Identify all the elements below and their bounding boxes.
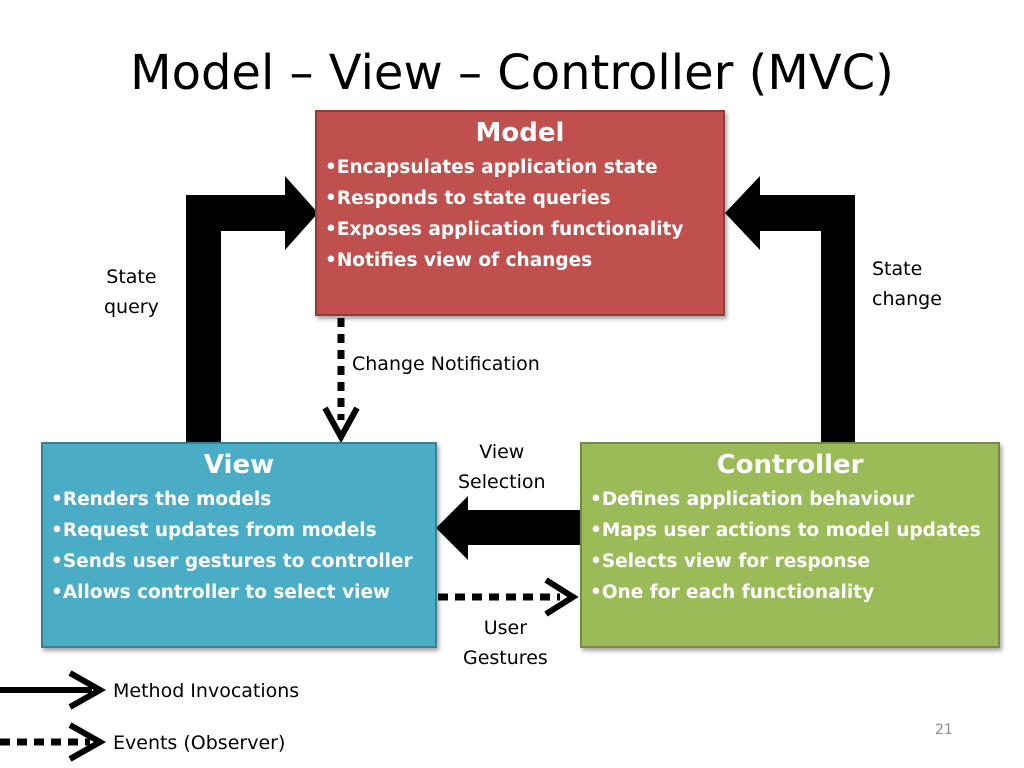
view-bullet: Renders the models <box>51 484 435 515</box>
user-gestures-arrowhead <box>544 577 579 617</box>
model-bullet: Exposes application functionality <box>325 214 723 245</box>
model-bullet-list: Encapsulates application state Responds … <box>317 152 723 276</box>
legend-dashed-arrowhead <box>68 722 107 762</box>
legend-events-observer-label: Events (Observer) <box>113 732 286 754</box>
controller-bullet: Defines application behaviour <box>590 484 998 515</box>
slide-title: Model – View – Controller (MVC) <box>130 45 894 101</box>
controller-heading: Controller <box>716 450 864 480</box>
slide-page-number: 21 <box>935 722 953 738</box>
model-bullet: Encapsulates application state <box>325 152 723 183</box>
view-bullet: Sends user gestures to controller <box>51 546 435 577</box>
model-bullet: Notifies view of changes <box>325 245 723 276</box>
change-notification-arrowhead <box>322 406 360 444</box>
legend-solid-arrowhead <box>68 670 107 710</box>
state-change-label: State change <box>872 258 942 310</box>
change-notification-label: Change Notification <box>352 353 540 375</box>
view-bullet: Allows controller to select view <box>51 577 435 608</box>
model-bullet: Responds to state queries <box>325 183 723 214</box>
controller-bullet: One for each functionality <box>590 577 998 608</box>
view-selection-label: View Selection <box>458 441 546 493</box>
view-selection-arrow <box>436 496 582 560</box>
controller-box: Controller Defines application behaviour… <box>580 442 1000 648</box>
controller-bullet-list: Defines application behaviour Maps user … <box>582 484 998 608</box>
controller-bullet: Selects view for response <box>590 546 998 577</box>
model-heading: Model <box>475 118 565 148</box>
controller-bullet: Maps user actions to model updates <box>590 515 998 546</box>
legend-method-invocations-label: Method Invocations <box>113 680 300 702</box>
view-box: View Renders the models Request updates … <box>41 442 437 648</box>
state-change-arrow <box>725 176 855 445</box>
view-bullet: Request updates from models <box>51 515 435 546</box>
state-query-arrow <box>186 176 318 445</box>
user-gestures-label: User Gestures <box>463 617 548 669</box>
view-heading: View <box>203 450 275 480</box>
state-query-label: State query <box>104 266 159 318</box>
model-box: Model Encapsulates application state Res… <box>315 110 725 316</box>
view-bullet-list: Renders the models Request updates from … <box>43 484 435 608</box>
